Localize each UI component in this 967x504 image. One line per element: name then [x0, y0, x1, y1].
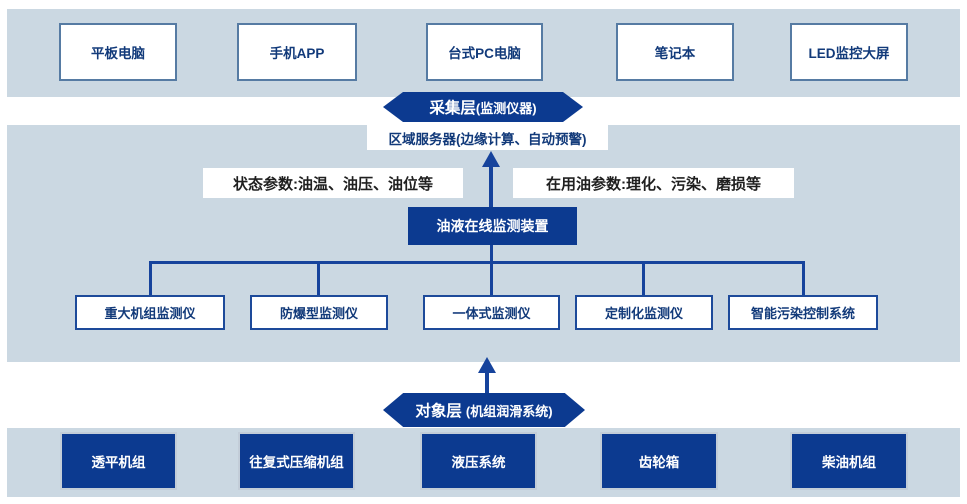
connector-drop-4 — [642, 261, 645, 297]
collection-layer-subtitle: (监测仪器) — [475, 100, 537, 116]
node-diesel-unit: 柴油机组 — [790, 432, 908, 490]
node-integrated-monitor: 一体式监测仪 — [423, 295, 560, 330]
node-led-screen: LED监控大屏 — [790, 23, 908, 81]
arrow-up-to-server-line — [489, 165, 493, 207]
node-customized-monitor: 定制化监测仪 — [575, 295, 713, 330]
collection-layer-banner: 采集层(监测仪器) — [383, 92, 583, 122]
arrow-up-to-server-icon — [482, 151, 500, 167]
regional-server-label: 区域服务器(边缘计算、自动预警) — [367, 125, 608, 150]
arrow-up-to-monitors-line — [485, 371, 489, 393]
connector-drop-5 — [802, 261, 805, 297]
node-online-monitoring-device: 油液在线监测装置 — [408, 207, 577, 245]
status-parameters-label: 状态参数:油温、油压、油位等 — [203, 168, 463, 198]
node-tablet: 平板电脑 — [59, 23, 177, 81]
connector-stem — [490, 245, 493, 297]
object-layer-subtitle: (机组润滑系统) — [465, 403, 553, 419]
node-pollution-control-system: 智能污染控制系统 — [728, 295, 878, 330]
node-hydraulic-system: 液压系统 — [420, 432, 537, 490]
node-major-unit-monitor: 重大机组监测仪 — [75, 295, 225, 330]
object-layer-title: 对象层 — [415, 403, 462, 420]
node-reciprocating-compressor: 往复式压缩机组 — [238, 432, 355, 490]
node-desktop-pc: 台式PC电脑 — [426, 23, 543, 81]
connector-drop-2 — [317, 261, 320, 297]
object-layer-banner: 对象层(机组润滑系统) — [383, 393, 585, 427]
node-mobile-app: 手机APP — [237, 23, 357, 81]
connector-horizontal — [149, 261, 805, 264]
node-gearbox: 齿轮箱 — [600, 432, 718, 490]
node-laptop: 笔记本 — [616, 23, 734, 81]
collection-layer-title: 采集层 — [429, 100, 476, 117]
node-turbine-unit: 透平机组 — [60, 432, 177, 490]
node-explosion-proof-monitor: 防爆型监测仪 — [250, 295, 388, 330]
arrow-up-to-monitors-icon — [478, 357, 496, 373]
oil-parameters-label: 在用油参数:理化、污染、磨损等 — [513, 168, 794, 198]
connector-drop-1 — [149, 261, 152, 297]
